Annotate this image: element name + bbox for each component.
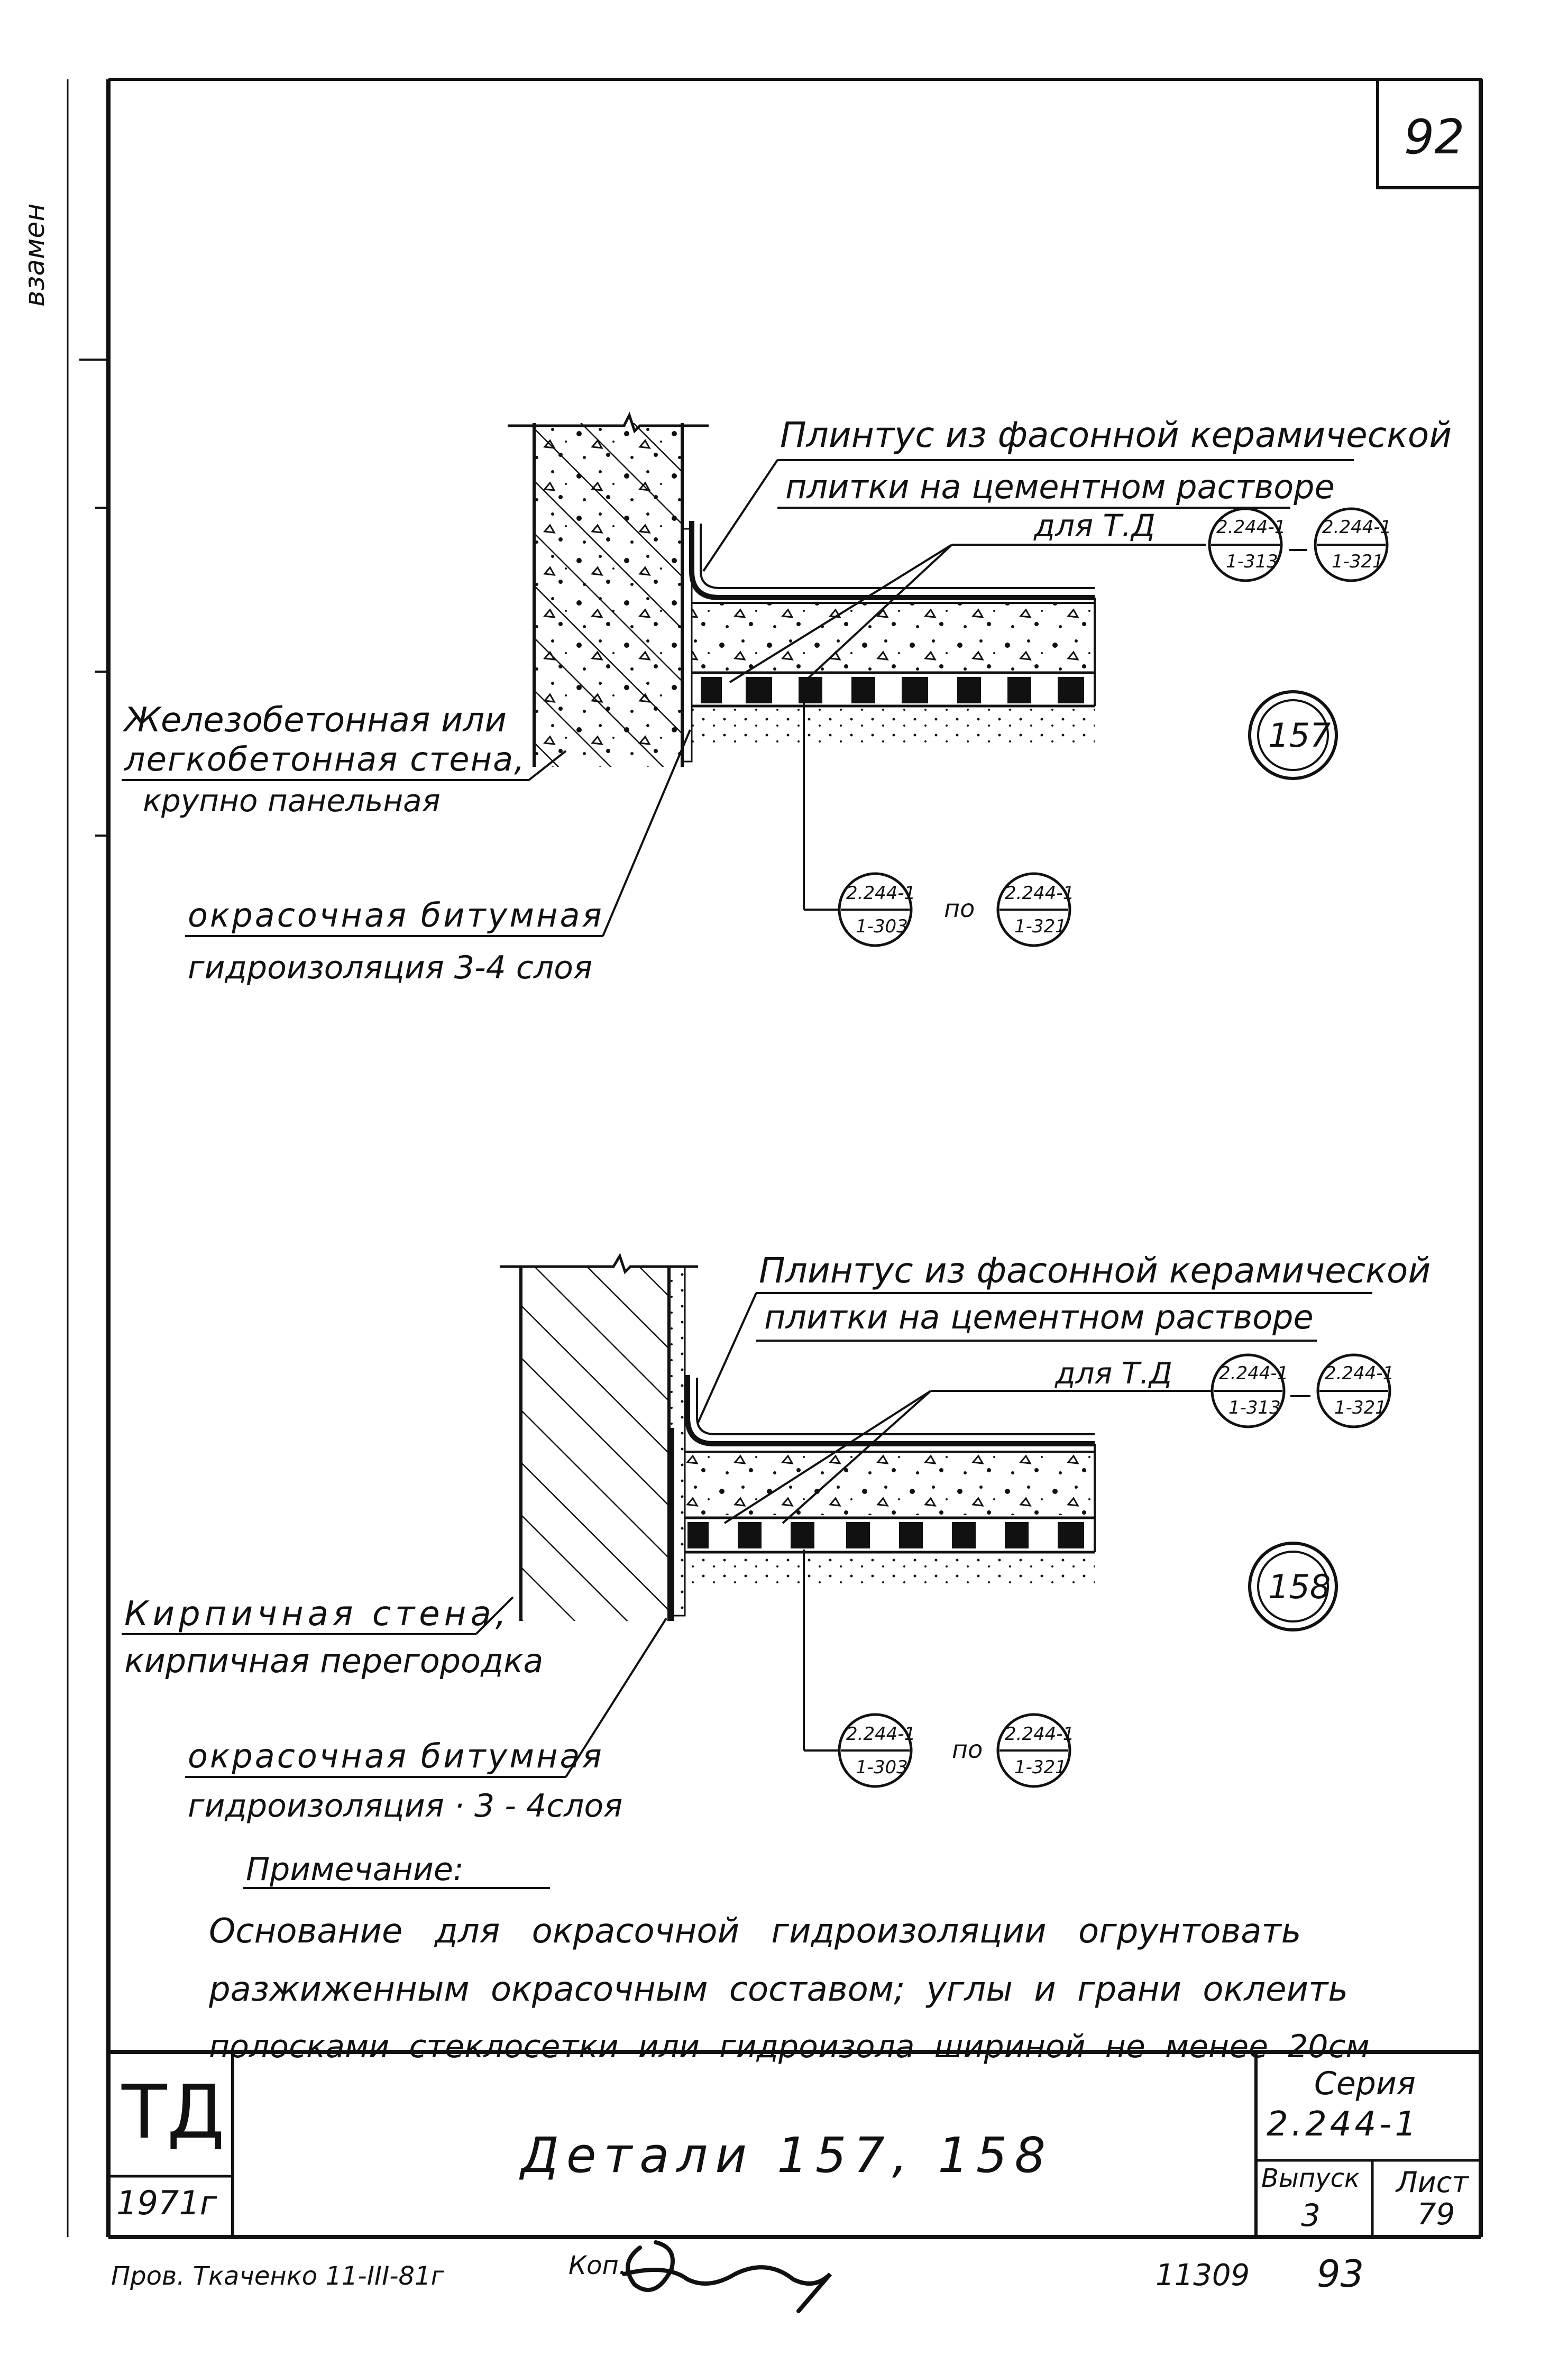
d158-ref-top-a-num: 2.244-1: [1219, 1363, 1289, 1384]
d158-ref-bottom-a-sheet: 1-303: [856, 1757, 908, 1778]
d157-plinth-label-2: плитки на цементном растворе: [785, 468, 1335, 506]
d157-ref-bottom-a-sheet: 1-303: [856, 916, 908, 937]
note-line-3: полосками стеклосетки или гидроизола шир…: [209, 2028, 1370, 2065]
title-block-issue-label: Выпуск: [1261, 2164, 1360, 2193]
title-block-series-value: 2.244-1: [1267, 2105, 1420, 2144]
d158-insulation-2: гидроизоляция · 3 - 4слоя: [188, 1788, 623, 1825]
title-block-issue-value: 3: [1301, 2197, 1321, 2233]
d158-td-prefix: для Т.Д: [1055, 1356, 1172, 1391]
page-number: 92: [1404, 109, 1465, 165]
d157-wall-label-3: крупно панельная: [143, 783, 441, 819]
footer-checked: Пров. Ткаченко 11-III-81г: [111, 2261, 444, 2291]
d158-wall-label-2: кирпичная перегородка: [124, 1642, 544, 1680]
d158-number: 158: [1268, 1568, 1331, 1606]
footer-code: 11309: [1156, 2258, 1250, 2293]
d157-wall-label-1: Железобетонная или: [124, 701, 507, 740]
d158-wall-label-1: Кирпичная стена,: [124, 1594, 511, 1634]
d157-ref-bottom-a-num: 2.244-1: [846, 883, 916, 904]
detail-157-drawing: [122, 411, 1389, 947]
d158-ref-bottom-a-num: 2.244-1: [846, 1724, 916, 1745]
d157-insulation-1: окрасочная битумная: [188, 896, 604, 934]
d158-plinth-label-2: плитки на цементном растворе: [764, 1298, 1314, 1336]
title-block-title: Детали 157, 158: [521, 2127, 1053, 2184]
d158-range-word: по: [952, 1735, 983, 1764]
d158-ref-top-b-num: 2.244-1: [1325, 1363, 1395, 1384]
title-block-org: ТД: [122, 2069, 225, 2156]
d157-plinth-label-1: Плинтус из фасонной керамической: [780, 415, 1452, 455]
d157-ref-top-a-num: 2.244-1: [1216, 517, 1286, 538]
title-block-sheet-value: 79: [1417, 2197, 1455, 2232]
d158-ref-top-b-sheet: 1-321: [1334, 1397, 1387, 1418]
d158-insulation-1: окрасочная битумная: [188, 1737, 604, 1775]
d157-ref-bottom-b-num: 2.244-1: [1005, 883, 1075, 904]
note-heading: Примечание:: [246, 1851, 464, 1888]
title-block-series-label: Серия: [1314, 2065, 1416, 2102]
d157-td-prefix: для Т.Д: [1034, 508, 1156, 544]
d157-insulation-2: гидроизоляция 3-4 слоя: [188, 949, 593, 986]
footer-page: 93: [1317, 2252, 1364, 2296]
page-number-box: [1376, 78, 1482, 189]
d157-number: 157: [1268, 716, 1331, 755]
d158-ref-top-a-sheet: 1-313: [1228, 1397, 1281, 1418]
title-block-year: 1971г: [116, 2184, 217, 2222]
d158-ref-bottom-b-sheet: 1-321: [1014, 1757, 1067, 1778]
detail-158-drawing: [122, 1253, 1391, 1788]
d157-ref-top-a-sheet: 1-313: [1226, 551, 1278, 572]
d157-range-word: по: [944, 894, 975, 923]
d157-ref-top-b-num: 2.244-1: [1322, 517, 1392, 538]
side-label: взамен: [19, 203, 51, 307]
d157-ref-bottom-b-sheet: 1-321: [1014, 916, 1067, 937]
binding-strip: [67, 79, 108, 2237]
note-line-2: разжиженным окрасочным составом; углы и …: [209, 1970, 1349, 2009]
note-line-1: Основание для окрасочной гидроизоляции о…: [209, 1912, 1301, 1951]
title-block-sheet-label: Лист: [1396, 2166, 1469, 2199]
d158-ref-bottom-b-num: 2.244-1: [1005, 1724, 1075, 1745]
d158-plinth-label-1: Плинтус из фасонной керамической: [759, 1250, 1431, 1291]
footer-copied: Коп.: [568, 2251, 627, 2280]
d157-ref-top-b-sheet: 1-321: [1332, 551, 1384, 572]
d157-wall-label-2: легкобетонная стена,: [124, 740, 526, 778]
sheet-frame: [106, 78, 1483, 2239]
title-block-lines: [108, 2050, 1481, 2237]
